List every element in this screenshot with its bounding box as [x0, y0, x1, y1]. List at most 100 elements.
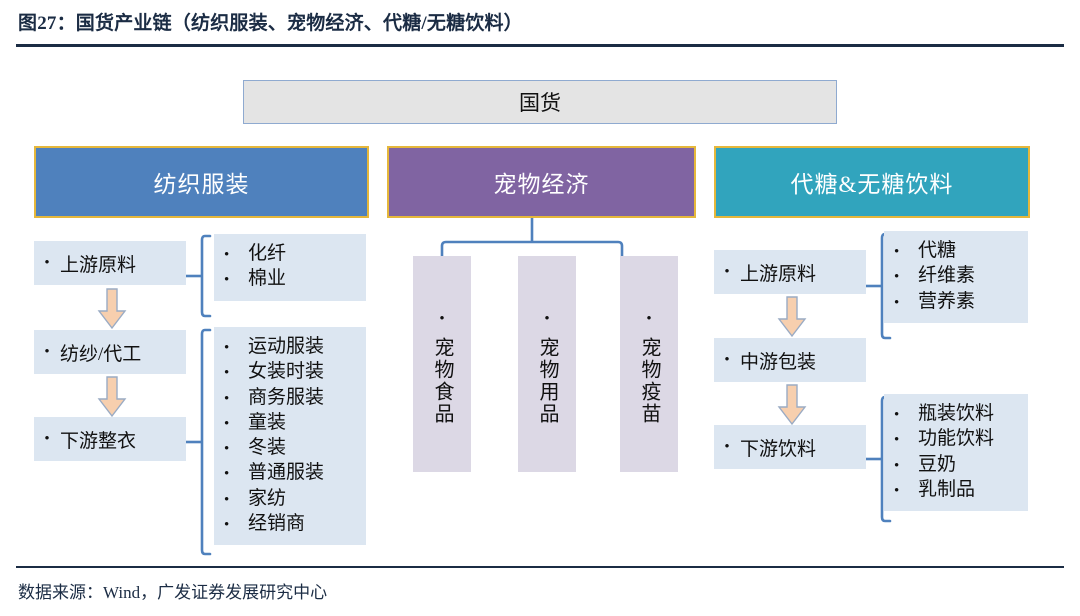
- category-header-pet: 宠物经济: [387, 146, 696, 218]
- bullet-icon: •: [894, 457, 900, 474]
- list-item: • 童装: [224, 410, 356, 435]
- list-item: • 家纺: [224, 486, 356, 511]
- list-item: • 豆奶: [894, 452, 1018, 477]
- bullet-icon: •: [224, 272, 230, 289]
- list-item-label: 童装: [248, 411, 287, 433]
- bullet-icon: •: [646, 311, 652, 327]
- sugar-stage-downstream: • 下游饮料: [714, 425, 866, 469]
- bracket-connector-icon: [866, 394, 896, 524]
- list-item-label: 功能饮料: [918, 428, 995, 450]
- textile-stage-spinning: • 纺纱/代工: [34, 330, 186, 374]
- list-item-label: 代糖: [918, 240, 957, 261]
- list-item-label: 纤维素: [918, 265, 976, 287]
- bullet-icon: •: [894, 244, 900, 260]
- sugar-stage-downstream-label: 下游饮料: [740, 438, 817, 460]
- list-item-label: 营养素: [918, 290, 976, 312]
- bullet-icon: •: [724, 263, 730, 280]
- list-item-label: 乳制品: [918, 478, 976, 500]
- category-header-textile-label: 纺织服装: [153, 172, 250, 197]
- textile-stage-spinning-label: 纺纱/代工: [60, 343, 142, 365]
- bullet-icon: •: [224, 390, 230, 407]
- category-header-sugar-label: 代糖&无糖饮料: [790, 172, 954, 197]
- list-item: • 化纤: [224, 241, 356, 266]
- bullet-icon: •: [224, 247, 230, 263]
- sugar-stage-packaging-label: 中游包装: [740, 351, 817, 373]
- bullet-icon: •: [894, 407, 900, 423]
- textile-stage-upstream: • 上游原料: [34, 241, 186, 285]
- bullet-icon: •: [894, 482, 900, 499]
- list-item: • 瓶装饮料: [894, 401, 1018, 426]
- list-item: • 营养素: [894, 289, 1018, 314]
- pet-item-food-label: 宠物食品: [431, 337, 453, 425]
- title-divider: [16, 44, 1064, 47]
- bullet-icon: •: [224, 415, 230, 432]
- list-item: • 代糖: [894, 238, 1018, 263]
- list-item-label: 经销商: [248, 512, 306, 534]
- list-item: • 普通服装: [224, 460, 356, 485]
- sugar-stage-upstream: • 上游原料: [714, 250, 866, 294]
- list-item-label: 家纺: [248, 487, 287, 509]
- pet-item-supplies-label: 宠物用品: [536, 337, 558, 425]
- down-arrow-icon: [97, 288, 127, 330]
- figure-title: 图27：国货产业链（纺织服装、宠物经济、代糖/无糖饮料）: [18, 13, 523, 34]
- sugar-upstream-sublist: • 代糖 • 纤维素 • 营养素: [884, 231, 1028, 323]
- bullet-icon: •: [44, 430, 50, 447]
- list-item-label: 化纤: [248, 243, 287, 264]
- list-item-label: 棉业: [248, 268, 287, 290]
- list-item-label: 运动服装: [248, 336, 325, 357]
- bracket-connector-icon: [186, 327, 216, 557]
- list-item: • 功能饮料: [894, 426, 1018, 451]
- textile-stage-downstream-label: 下游整衣: [60, 430, 137, 452]
- list-item-label: 商务服装: [248, 386, 325, 408]
- bullet-icon: •: [224, 466, 230, 483]
- list-item-label: 普通服装: [248, 462, 325, 484]
- list-item: • 冬装: [224, 435, 356, 460]
- textile-upstream-sublist: • 化纤 • 棉业: [214, 234, 366, 301]
- list-item-label: 冬装: [248, 437, 287, 459]
- sugar-downstream-sublist: • 瓶装饮料 • 功能饮料 • 豆奶 • 乳制品: [884, 394, 1028, 512]
- list-item: • 女装时装: [224, 359, 356, 384]
- figure-source: 数据来源：Wind，广发证券发展研究中心: [18, 583, 328, 602]
- category-header-sugar: 代糖&无糖饮料: [714, 146, 1030, 218]
- bullet-icon: •: [224, 441, 230, 458]
- bullet-icon: •: [224, 516, 230, 533]
- bullet-icon: •: [724, 438, 730, 455]
- list-item: • 乳制品: [894, 477, 1018, 502]
- down-arrow-icon: [97, 376, 127, 418]
- textile-stage-upstream-label: 上游原料: [60, 254, 137, 276]
- bullet-icon: •: [44, 254, 50, 271]
- bullet-icon: •: [724, 351, 730, 368]
- tree-connector-icon: [412, 218, 652, 260]
- bracket-connector-icon: [186, 234, 216, 318]
- down-arrow-icon: [777, 296, 807, 338]
- bullet-icon: •: [224, 491, 230, 508]
- list-item: • 棉业: [224, 266, 356, 291]
- list-item: • 运动服装: [224, 334, 356, 359]
- source-divider: [16, 566, 1064, 568]
- bullet-icon: •: [894, 294, 900, 311]
- pet-item-vaccine-label: 宠物疫苗: [638, 337, 660, 425]
- root-node-label: 国货: [519, 91, 561, 115]
- list-item-label: 瓶装饮料: [918, 403, 995, 424]
- list-item-label: 豆奶: [918, 453, 957, 475]
- pet-item-food: • 宠物食品: [413, 256, 471, 472]
- sugar-stage-packaging: • 中游包装: [714, 338, 866, 382]
- bullet-icon: •: [544, 311, 550, 327]
- pet-item-supplies: • 宠物用品: [518, 256, 576, 472]
- pet-item-vaccine: • 宠物疫苗: [620, 256, 678, 472]
- bullet-icon: •: [44, 343, 50, 360]
- root-node-guohuo: 国货: [243, 80, 837, 124]
- textile-downstream-sublist: • 运动服装 • 女装时装 • 商务服装 • 童装 • 冬装 • 普通服装 • …: [214, 327, 366, 546]
- bullet-icon: •: [894, 432, 900, 449]
- list-item: • 商务服装: [224, 385, 356, 410]
- list-item: • 纤维素: [894, 263, 1018, 288]
- down-arrow-icon: [777, 384, 807, 426]
- sugar-stage-upstream-label: 上游原料: [740, 263, 817, 285]
- category-header-pet-label: 宠物经济: [493, 172, 590, 197]
- list-item-label: 女装时装: [248, 361, 325, 383]
- bracket-connector-icon: [866, 231, 896, 341]
- bullet-icon: •: [439, 311, 445, 327]
- bullet-icon: •: [224, 340, 230, 356]
- bullet-icon: •: [224, 365, 230, 382]
